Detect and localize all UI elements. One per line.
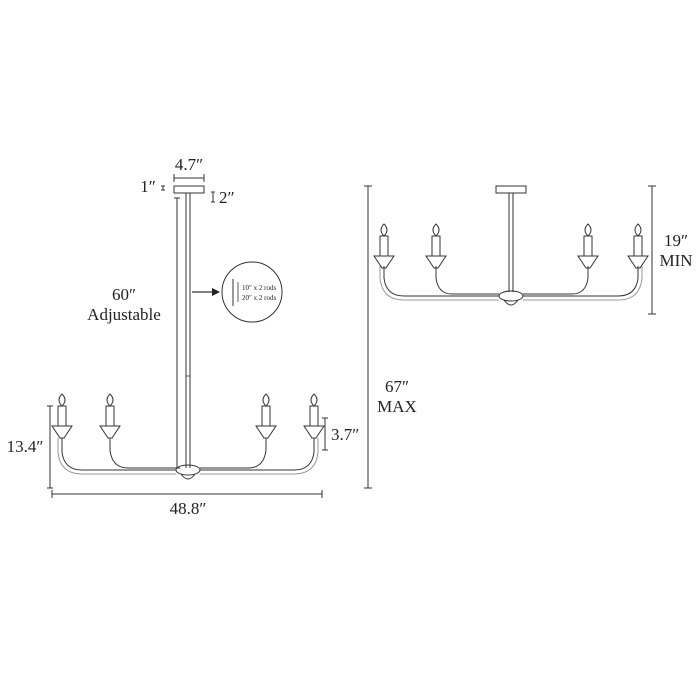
candle-height-label: 3.7″ <box>331 425 359 444</box>
max-height-label: 67″ <box>385 377 409 396</box>
max-label: MAX <box>377 397 417 416</box>
min-height-dimension: 19″ MIN <box>648 185 693 315</box>
canopy-height-label: 2″ <box>219 188 235 207</box>
rod-note-label: Adjustable <box>87 305 161 324</box>
candle-height-dimension: 3.7″ <box>322 417 359 451</box>
rod-length-label: 60″ <box>112 285 136 304</box>
rods-line1-label: 10″ x 2 rods <box>242 284 276 292</box>
left-candle-1 <box>51 393 73 439</box>
left-canopy <box>173 185 205 194</box>
rod-length-dimension: 60″ Adjustable <box>87 197 180 469</box>
left-candle-2 <box>99 393 121 439</box>
left-arms <box>61 438 176 471</box>
canopy-width-dimension: 4.7″ <box>173 155 205 182</box>
right-candle-1 <box>373 223 395 269</box>
canopy-gap-dimension: 1″ <box>140 177 165 196</box>
fixture-width-dimension: 48.8″ <box>51 490 323 518</box>
max-height-dimension: 67″ MAX <box>364 185 417 489</box>
rods-line2-label: 20″ x 2 rods <box>242 294 276 302</box>
min-label: MIN <box>659 251 692 270</box>
left-center-hub <box>175 464 201 476</box>
right-candle-2 <box>425 223 447 269</box>
left-candle-4 <box>303 393 325 439</box>
fixture-width-label: 48.8″ <box>170 499 207 518</box>
right-candle-4 <box>627 223 649 269</box>
rods-callout: 10″ x 2 rods 20″ x 2 rods <box>192 261 283 323</box>
fixture-height-label: 13.4″ <box>7 437 44 456</box>
canopy-width-label: 4.7″ <box>175 155 203 174</box>
min-height-label: 19″ <box>664 231 688 250</box>
canopy-height-dimension: 2″ <box>211 188 235 207</box>
canopy-gap-label: 1″ <box>140 177 156 196</box>
right-fixture <box>373 185 649 306</box>
right-candle-3 <box>577 223 599 269</box>
left-candle-3 <box>255 393 277 439</box>
arrow-right-icon <box>212 288 220 296</box>
fixture-height-dimension: 13.4″ <box>7 405 53 489</box>
left-fixture <box>51 185 325 480</box>
